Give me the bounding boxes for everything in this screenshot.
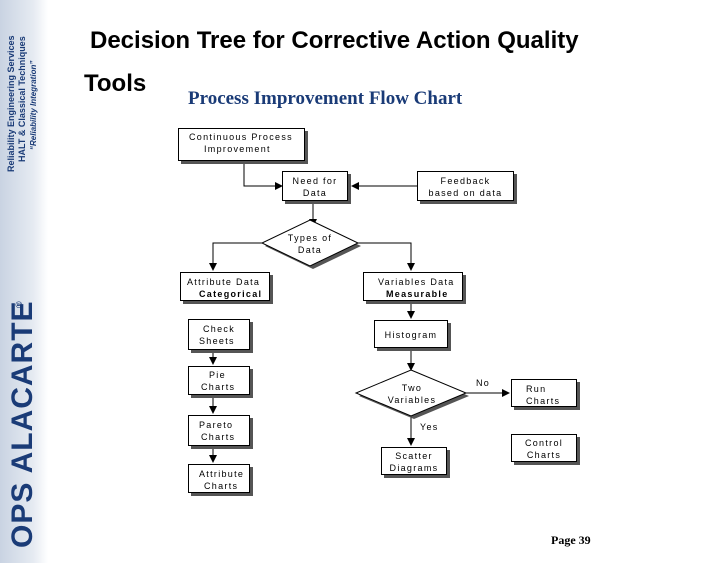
feedback-box: Feedback based on data: [417, 171, 514, 201]
scatter-diagrams-line1: Scatter: [395, 451, 433, 461]
attribute-data-line1: Attribute Data: [187, 277, 261, 287]
run-charts-line2: Charts: [526, 396, 561, 406]
attribute-charts-box: Attribute Charts: [188, 464, 250, 493]
scatter-diagrams-line2: Diagrams: [389, 463, 439, 473]
twovar-decision-diamond: [354, 369, 468, 417]
attribute-charts-line1: Attribute: [199, 469, 245, 479]
edge-types-to-attribute: [209, 242, 262, 271]
check-sheets-line2: Sheets: [199, 336, 235, 346]
brand-sidebar: Reliability Engineering Services HALT & …: [0, 0, 48, 563]
need-for-data-line2: Data: [302, 188, 328, 198]
edge-continuous-to-need: [243, 161, 283, 190]
run-charts-line1: Run: [526, 384, 547, 394]
scatter-diagrams-box: Scatter Diagrams: [381, 447, 447, 475]
histogram-label: Histogram: [384, 330, 438, 340]
feedback-line1: Feedback: [440, 176, 491, 186]
flow-chart-title: Process Improvement Flow Chart: [188, 88, 463, 109]
histogram-box: Histogram: [374, 320, 448, 348]
pie-charts-line1: Pie: [209, 370, 226, 380]
check-sheets-line1: Check: [203, 324, 236, 334]
control-charts-box: Control Charts: [511, 434, 577, 462]
check-sheets-box: Check Sheets: [188, 319, 250, 350]
edge-types-to-variables: [358, 242, 415, 271]
slide-title: Decision Tree for Corrective Action Qual…: [90, 27, 579, 54]
attribute-data-box: Attribute Data Categorical: [180, 272, 270, 301]
variables-data-line1: Variables Data: [378, 277, 455, 287]
continuous-improvement-line1: Continuous Process: [189, 132, 293, 142]
feedback-line2: based on data: [428, 188, 503, 198]
pareto-charts-line1: Pareto: [199, 420, 234, 430]
control-charts-line1: Control: [524, 438, 564, 448]
types-of-data-label: Types of Data: [272, 232, 348, 256]
variables-data-box: Variables Data Measurable: [363, 272, 463, 301]
attribute-data-line2: Categorical: [199, 289, 263, 299]
edge-label-no: No: [476, 378, 491, 388]
edge-label-yes: Yes: [420, 422, 439, 432]
run-charts-box: Run Charts: [511, 379, 577, 407]
slide-title-continued: Tools: [84, 70, 147, 97]
attribute-charts-line2: Charts: [204, 481, 239, 491]
need-for-data-box: Need for Data: [282, 171, 348, 201]
types-of-data-line1: Types of: [287, 233, 333, 243]
continuous-improvement-line2: Improvement: [204, 144, 271, 154]
two-variables-line1: Two: [401, 383, 423, 393]
need-for-data-line1: Need for: [292, 176, 338, 186]
pie-charts-line2: Charts: [201, 382, 236, 392]
types-of-data-line2: Data: [297, 245, 323, 255]
two-variables-line2: Variables: [387, 395, 437, 405]
page-number: Page 39: [551, 533, 591, 547]
variables-data-line2: Measurable: [386, 289, 449, 299]
two-variables-label: Two Variables: [370, 382, 454, 406]
pie-charts-box: Pie Charts: [188, 366, 250, 395]
control-charts-line2: Charts: [526, 450, 562, 460]
types-decision-diamond: [260, 219, 360, 267]
pareto-charts-line2: Charts: [201, 432, 236, 442]
continuous-improvement-box: Continuous Process Improvement: [178, 128, 305, 161]
pareto-charts-box: Pareto Charts: [188, 415, 250, 446]
